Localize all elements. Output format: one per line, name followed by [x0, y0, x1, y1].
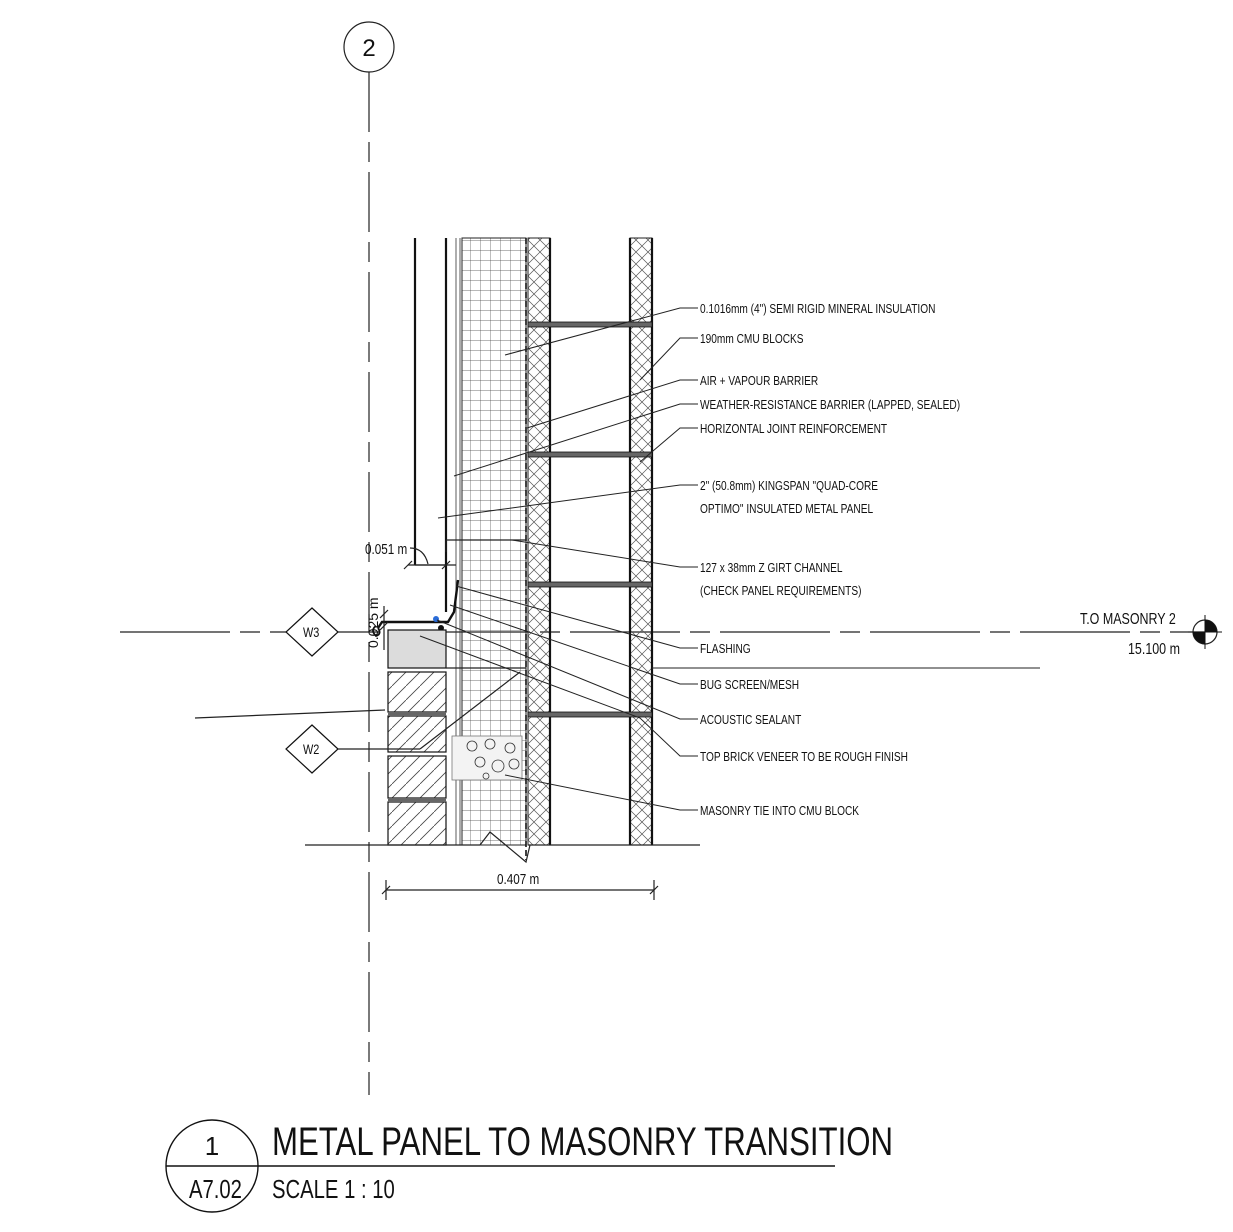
svg-text:0.025 m: 0.025 m: [365, 597, 381, 648]
note-flashing: FLASHING: [700, 642, 751, 656]
svg-text:0.051 m: 0.051 m: [365, 541, 407, 558]
note-masonry-tie: MASONRY TIE INTO CMU BLOCK: [700, 804, 859, 818]
svg-text:W2: W2: [303, 742, 319, 758]
note-mineral-insulation: 0.1016mm (4") SEMI RIGID MINERAL INSULAT…: [700, 302, 935, 316]
level-elevation: 15.100 m: [1128, 641, 1180, 659]
wall-assembly: [194, 237, 700, 864]
level-name: T.O MASONRY 2: [1080, 611, 1176, 629]
wall-tag-w2: W2: [285, 671, 521, 774]
grid-bubble-label: 2: [362, 35, 375, 62]
leader-lines: [419, 307, 1040, 811]
note-acoustic-sealant: ACOUSTIC SEALANT: [700, 713, 801, 727]
svg-text:W3: W3: [303, 625, 319, 641]
detail-number: 1: [205, 1131, 219, 1161]
note-cmu-blocks: 190mm CMU BLOCKS: [700, 332, 804, 346]
grid-line-2: 2: [343, 21, 395, 1095]
sheet-number: A7.02: [189, 1175, 242, 1204]
detail-title: METAL PANEL TO MASONRY TRANSITION: [272, 1119, 893, 1164]
dimension-overall-width: 0.407 m: [381, 871, 659, 900]
note-weather-barrier: WEATHER-RESISTANCE BARRIER (LAPPED, SEAL…: [700, 398, 960, 412]
level-line: T.O MASONRY 2 15.100 m: [120, 611, 1222, 659]
dimension-gap: 0.051 m: [365, 541, 456, 570]
note-metal-panel-line2: OPTIMO" INSULATED METAL PANEL: [700, 502, 874, 516]
svg-text:0.407 m: 0.407 m: [497, 871, 539, 888]
note-joint-reinforcement: HORIZONTAL JOINT REINFORCEMENT: [700, 422, 887, 436]
note-air-vapour-barrier: AIR + VAPOUR BARRIER: [700, 374, 818, 388]
note-z-girt-line1: 127 x 38mm Z GIRT CHANNEL: [700, 561, 843, 575]
wall-tag-w3: W3: [285, 607, 339, 657]
note-z-girt-line2: (CHECK PANEL REQUIREMENTS): [700, 584, 862, 598]
note-top-brick: TOP BRICK VENEER TO BE ROUGH FINISH: [700, 750, 908, 764]
title-block: 1 A7.02 METAL PANEL TO MASONRY TRANSITIO…: [165, 1119, 893, 1213]
dimension-flashing-offset: 0.025 m: [365, 597, 389, 650]
detail-scale: SCALE 1 : 10: [272, 1175, 395, 1204]
note-metal-panel-line1: 2" (50.8mm) KINGSPAN "QUAD-CORE: [700, 479, 878, 493]
keynotes: 0.1016mm (4") SEMI RIGID MINERAL INSULAT…: [700, 302, 960, 818]
note-bug-screen: BUG SCREEN/MESH: [700, 678, 799, 692]
